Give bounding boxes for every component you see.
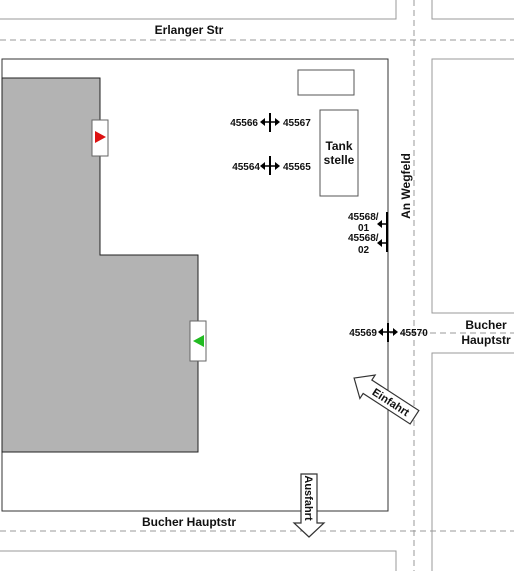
gate-label-45570: 45570 [400, 328, 428, 339]
green-triangle-icon [193, 335, 204, 347]
street-label-an-wegfeld: An Wegfeld [399, 153, 413, 219]
gate-label-45564: 45564 [232, 162, 260, 173]
gas-station-label-line1: Tank [325, 139, 352, 153]
small-structure [297, 69, 355, 96]
block-east-upper [431, 58, 514, 314]
block-northeast [431, 0, 514, 20]
red-triangle-icon [95, 131, 106, 143]
gate-label-45566: 45566 [230, 118, 258, 129]
gate-label-45569: 45569 [349, 328, 377, 339]
street-label-erlanger: Erlanger Str [155, 23, 224, 37]
gate-45568-01-02[interactable] [377, 212, 388, 252]
building [1, 77, 199, 453]
building-door-green[interactable] [189, 320, 207, 362]
gate-45566-45567[interactable] [260, 113, 280, 132]
block-east-lower [431, 352, 514, 571]
arrow-left-icon [260, 118, 265, 126]
arrow-right-icon [393, 328, 398, 336]
street-label-bucher-east-line2: Hauptstr [461, 333, 511, 347]
exit-label: Ausfahrt [302, 475, 314, 521]
block-south [0, 550, 397, 571]
gate-label-45568-01-line2: 01 [358, 223, 370, 234]
gate-45569-45570[interactable] [378, 323, 398, 342]
gate-45564-45565[interactable] [260, 156, 280, 175]
gas-station-label-line2: stelle [324, 153, 355, 167]
gate-label-45568-01-line1: 45568/ [348, 212, 379, 223]
gate-label-45568-02-line2: 02 [358, 245, 370, 256]
gas-station [319, 109, 359, 197]
entry-arrow-icon [353, 374, 420, 425]
exit-arrow[interactable]: Ausfahrt [292, 473, 326, 538]
block-north [0, 0, 397, 20]
street-label-bucher-south: Bucher Hauptstr [142, 515, 236, 529]
arrow-left-icon [377, 239, 382, 247]
building-door-red[interactable] [91, 119, 109, 157]
arrow-left-icon [378, 328, 383, 336]
arrow-right-icon [275, 118, 280, 126]
gate-label-45567: 45567 [283, 118, 311, 129]
exit-arrow-icon [292, 473, 326, 538]
arrow-right-icon [275, 162, 280, 170]
arrow-left-icon [377, 220, 382, 228]
gate-label-45565: 45565 [283, 162, 311, 173]
arrow-left-icon [260, 162, 265, 170]
gate-label-45568-02-line1: 45568/ [348, 233, 379, 244]
street-label-bucher-east-line1: Bucher [465, 318, 507, 332]
